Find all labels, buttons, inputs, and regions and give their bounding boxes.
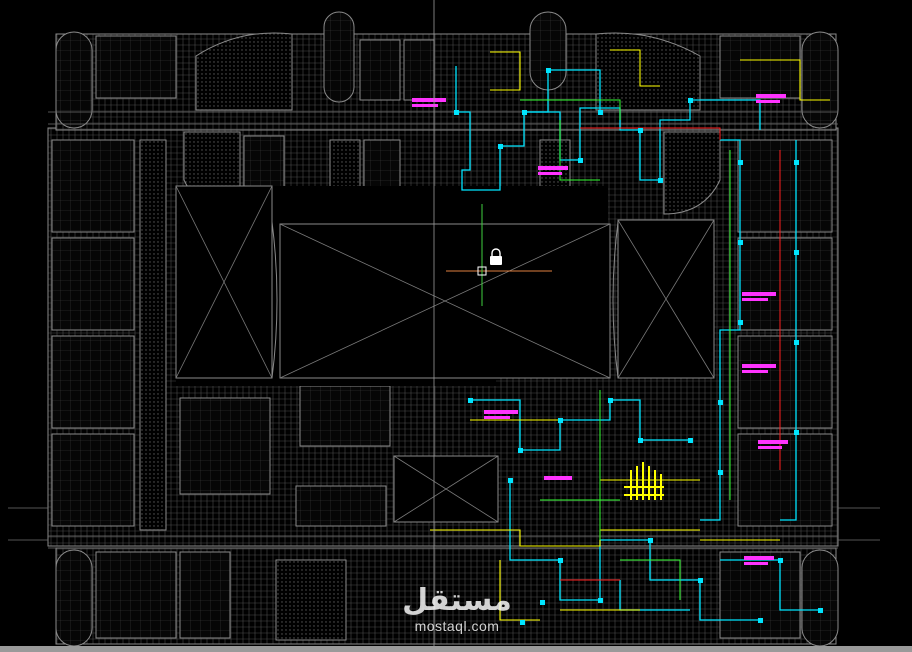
floor-plan-walls [47, 11, 839, 647]
crosshair-cursor-icon [446, 204, 552, 306]
piping-red [560, 127, 781, 581]
stair-hatch [624, 462, 664, 500]
corridor-lines [8, 111, 880, 549]
padlock-icon [490, 248, 502, 265]
piping-green [520, 99, 731, 600]
piping-yellow [430, 49, 830, 621]
pipe-annotations [412, 94, 788, 565]
courtyard [175, 185, 715, 523]
sprinkler-heads [454, 68, 823, 625]
viewport-bottom-bar [0, 646, 912, 652]
